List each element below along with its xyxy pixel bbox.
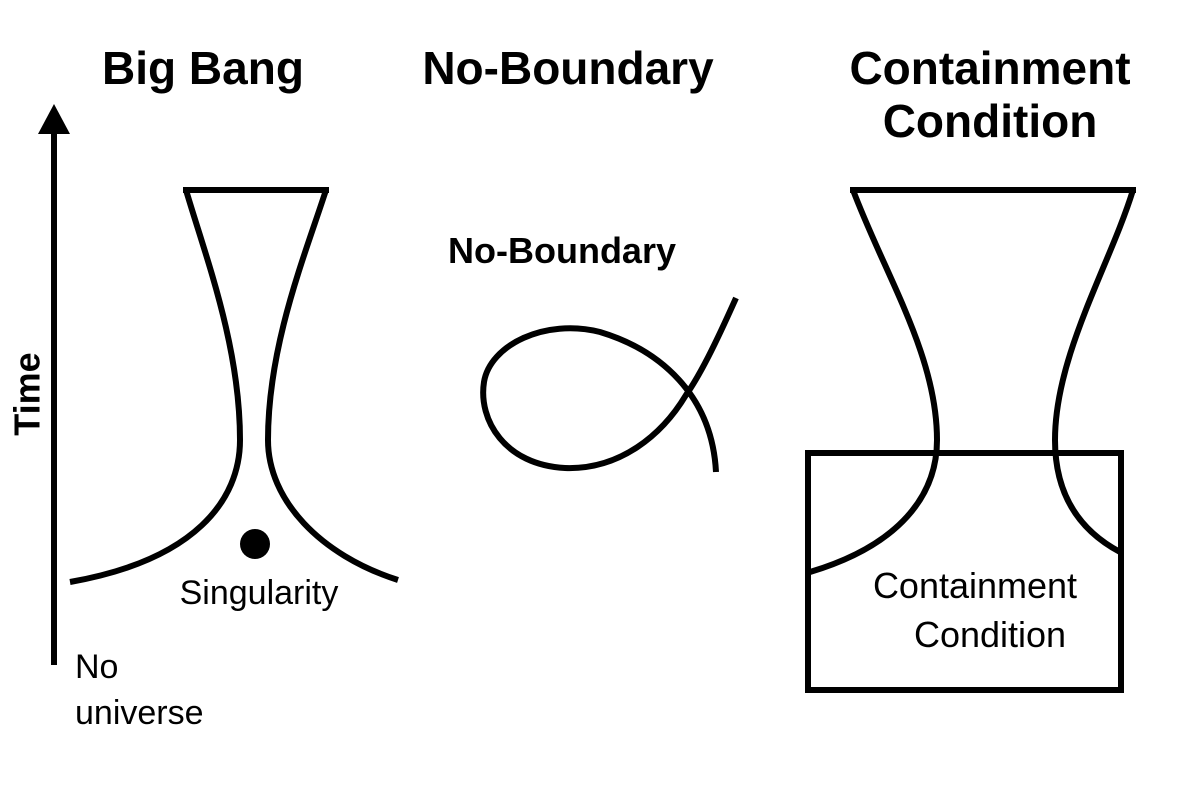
containment-box-label-line1: Containment (872, 565, 1078, 606)
containment-funnel-right (1051, 189, 1136, 555)
singularity-label: Singularity (179, 574, 339, 612)
no-universe-label-line1: No (75, 648, 119, 686)
title-big-bang: Big Bang (102, 42, 304, 94)
singularity-dot (240, 529, 270, 559)
containment-funnel-left (809, 188, 941, 575)
time-axis-arrowhead (38, 104, 70, 134)
title-no-boundary: No-Boundary (422, 42, 714, 94)
containment-box (805, 450, 1124, 693)
no-boundary-curve-label: No-Boundary (448, 230, 676, 271)
big-bang-funnel-left (69, 189, 244, 585)
no-boundary-curve (480, 296, 739, 473)
title-containment-line1: Containment (849, 42, 1131, 94)
containment-box-label-line2: Condition (913, 614, 1067, 655)
time-axis-label: Time (6, 352, 48, 436)
title-containment-line2: Condition (882, 95, 1098, 147)
big-bang-funnel-right (264, 189, 399, 583)
no-universe-label-line2: universe (75, 694, 204, 732)
